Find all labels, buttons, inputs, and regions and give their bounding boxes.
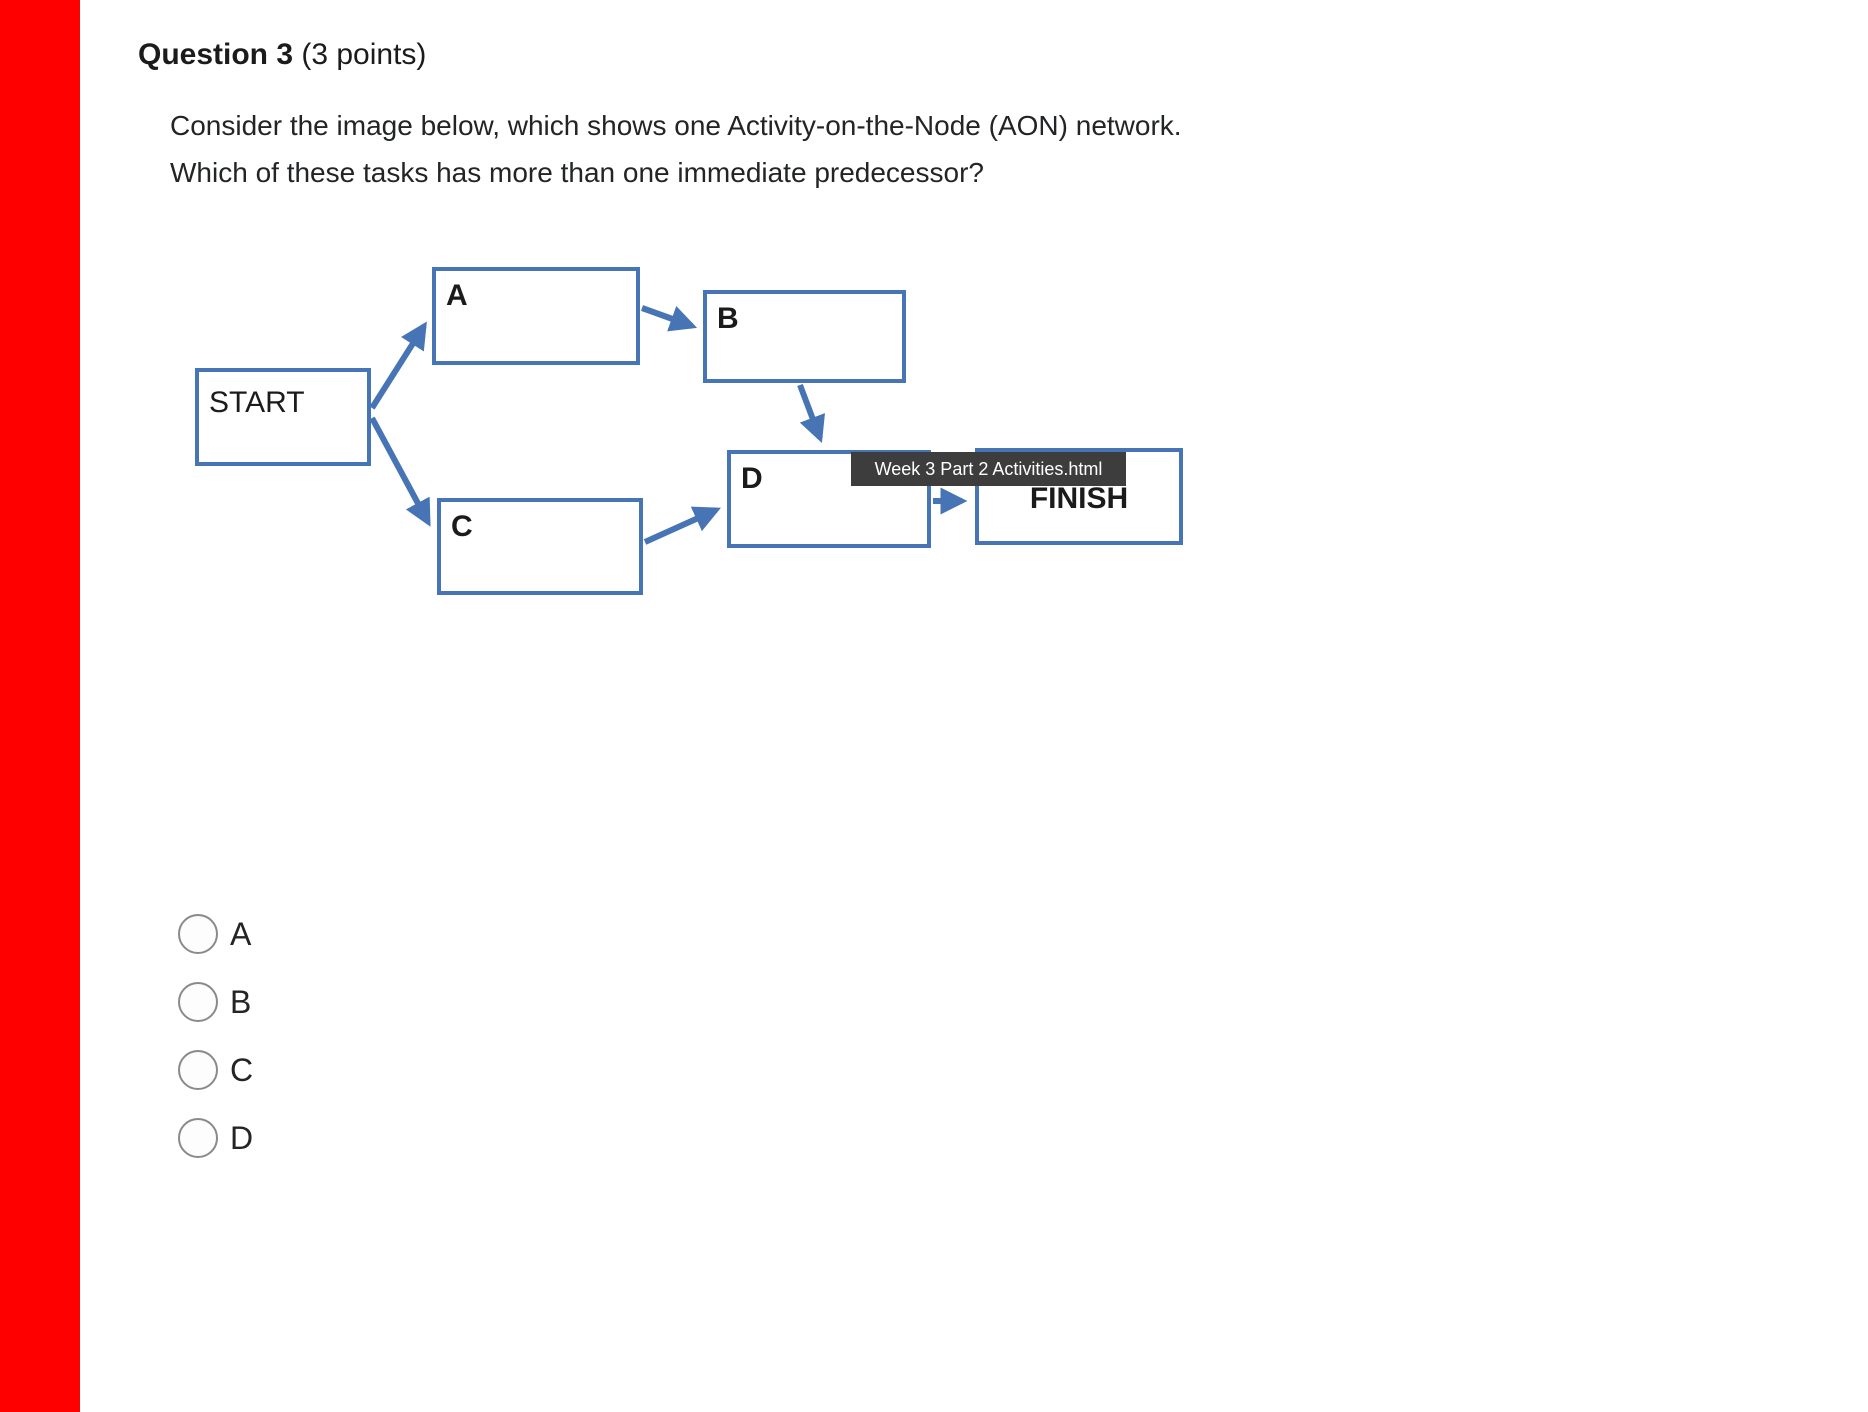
node-b: B [703, 290, 906, 383]
option-label-a[interactable]: A [230, 915, 252, 952]
option-label-d[interactable]: D [230, 1119, 254, 1156]
question-body-line1: Consider the image below, which shows on… [170, 110, 1182, 141]
answer-options: A B C D [178, 912, 253, 1184]
edge-c-d [643, 506, 721, 545]
node-start: START [195, 368, 371, 466]
edge-a-b [640, 305, 698, 332]
left-accent-bar [0, 0, 80, 1412]
radio-button-b[interactable] [178, 982, 218, 1022]
node-c: C [437, 498, 643, 595]
radio-button-d[interactable] [178, 1118, 218, 1158]
answer-option-a[interactable]: A [178, 912, 253, 956]
edge-start-a [369, 321, 427, 410]
edge-start-c [369, 416, 431, 527]
option-label-b[interactable]: B [230, 983, 252, 1020]
question-body: Consider the image below, which shows on… [170, 102, 1182, 196]
filename-tooltip: Week 3 Part 2 Activities.html [851, 452, 1126, 486]
node-d: D [727, 450, 931, 548]
radio-button-c[interactable] [178, 1050, 218, 1090]
option-label-c[interactable]: C [230, 1051, 254, 1088]
answer-option-c[interactable]: C [178, 1048, 253, 1092]
answer-option-d[interactable]: D [178, 1116, 253, 1160]
radio-button-a[interactable] [178, 914, 218, 954]
edge-b-d [797, 383, 826, 444]
question-number: Question 3 [138, 38, 294, 71]
question-title: Question 3 (3 points) [138, 38, 426, 72]
question-body-line2: Which of these tasks has more than one i… [170, 157, 984, 188]
answer-option-b[interactable]: B [178, 980, 253, 1024]
node-finish: FINISH [975, 448, 1183, 545]
question-points: (3 points) [293, 38, 427, 71]
node-a: A [432, 267, 640, 365]
